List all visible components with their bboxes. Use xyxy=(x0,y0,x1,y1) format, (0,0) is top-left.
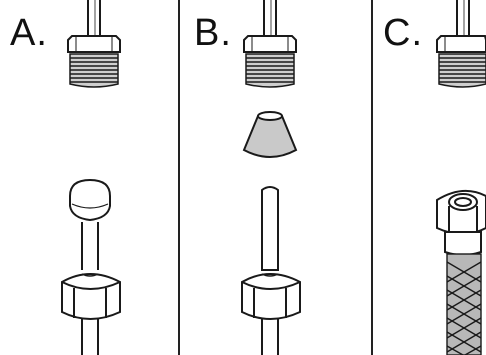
upper-pipe xyxy=(263,0,277,38)
panel-divider-2 xyxy=(371,0,373,355)
lower-hex-nut xyxy=(61,273,121,320)
panel-b-label: B. xyxy=(194,12,232,54)
panel-a-label: A. xyxy=(10,12,48,54)
panel-a: A. xyxy=(0,0,178,355)
upper-pipe xyxy=(87,0,101,38)
cone-fitting-illustration xyxy=(241,0,301,355)
lower-pipe xyxy=(81,222,99,355)
upper-thread xyxy=(245,53,295,88)
olive-ferrule xyxy=(69,178,111,222)
upper-pipe xyxy=(456,0,470,38)
olive-fitting-illustration xyxy=(61,0,121,355)
panel-c: C. xyxy=(373,0,486,355)
panel-divider-1 xyxy=(178,0,180,355)
hose-hex-nut xyxy=(436,189,486,235)
panel-b: B. xyxy=(180,0,371,355)
upper-thread xyxy=(69,53,119,88)
upper-thread xyxy=(438,53,486,88)
upper-nut xyxy=(436,35,486,53)
hose-collar xyxy=(444,231,482,256)
upper-nut xyxy=(67,35,121,53)
upper-nut xyxy=(243,35,297,53)
cone-ferrule xyxy=(242,111,298,158)
lower-pipe xyxy=(261,186,279,355)
braided-hose-fitting-illustration xyxy=(436,0,486,355)
lower-hex-nut xyxy=(241,273,301,320)
panel-c-label: C. xyxy=(383,12,423,54)
braided-hose xyxy=(446,253,482,355)
